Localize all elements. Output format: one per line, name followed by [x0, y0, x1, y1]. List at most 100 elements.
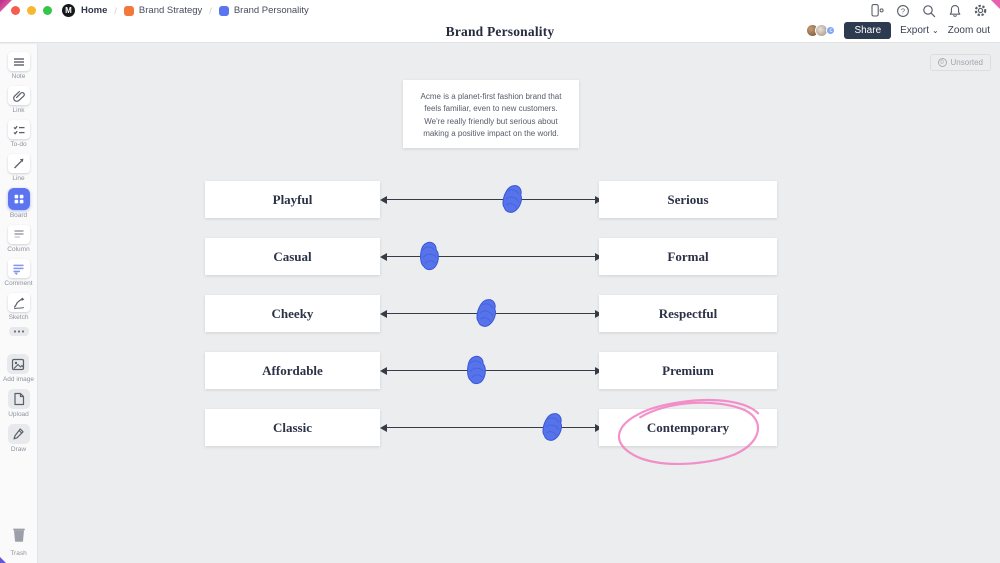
tool-sketch[interactable]: Sketch — [7, 293, 30, 321]
app-header: M Home / Brand Strategy / Brand Personal… — [0, 0, 1000, 43]
tool-more[interactable] — [8, 327, 29, 336]
scale-row-playful-serious: Playful Serious — [39, 181, 799, 218]
upload-icon — [7, 389, 30, 409]
board-icon-orange — [123, 5, 134, 16]
tool-comment[interactable]: Comment — [4, 259, 33, 287]
breadcrumb-separator: / — [114, 5, 117, 16]
tool-todo[interactable]: To-do — [7, 120, 30, 148]
tool-label: Add image — [2, 376, 35, 383]
tool-column[interactable]: Column — [7, 225, 30, 253]
tool-label: Note — [11, 73, 26, 80]
tool-draw[interactable]: Draw — [7, 424, 30, 453]
scale-row-classic-contemporary: Classic Contemporary — [39, 409, 799, 446]
export-button[interactable]: Export ⌄ — [900, 25, 939, 36]
tool-label: Upload — [8, 411, 29, 418]
breadcrumb-separator: / — [209, 5, 212, 16]
word-card-right[interactable]: Premium — [599, 352, 777, 389]
tool-line[interactable]: Line — [7, 154, 30, 182]
svg-text:?: ? — [900, 6, 904, 15]
tool-label: Draw — [10, 446, 27, 453]
marker-blob[interactable] — [540, 411, 565, 445]
word-card-left[interactable]: Playful — [205, 181, 380, 218]
breadcrumb-brand-strategy[interactable]: Brand Strategy — [123, 5, 203, 16]
unsorted-count: 0 — [937, 58, 947, 67]
tool-label: Line — [12, 175, 25, 182]
scale-arrow-line[interactable] — [380, 365, 602, 376]
trash-icon — [10, 526, 28, 548]
titlebar-icons: ? — [869, 3, 988, 18]
draw-icon — [7, 424, 30, 444]
tool-link[interactable]: Link — [7, 86, 30, 114]
chevron-down-icon: ⌄ — [932, 26, 939, 35]
note-icon — [7, 52, 30, 71]
breadcrumb-label: Brand Personality — [233, 5, 309, 16]
sketch-icon — [7, 293, 30, 312]
scale-row-casual-formal: Casual Formal — [39, 238, 799, 275]
more-icon — [8, 327, 29, 336]
collaborator-badge[interactable]: c — [826, 26, 836, 35]
tool-label: Column — [7, 246, 30, 253]
maximize-window-button[interactable] — [43, 6, 52, 15]
unsorted-badge[interactable]: 0 Unsorted — [929, 54, 991, 71]
tool-label: Trash — [10, 550, 27, 557]
scale-arrow-line[interactable] — [380, 422, 602, 433]
tool-label: Board — [9, 212, 28, 219]
word-card-left[interactable]: Classic — [205, 409, 380, 446]
window-controls — [11, 6, 52, 15]
scale-row-cheeky-respectful: Cheeky Respectful — [39, 295, 799, 332]
todo-icon — [7, 120, 30, 139]
minimize-window-button[interactable] — [27, 6, 36, 15]
column-icon — [7, 225, 30, 244]
comment-icon — [7, 259, 30, 278]
word-card-right[interactable]: Serious — [599, 181, 777, 218]
titlebar: M Home / Brand Strategy / Brand Personal… — [0, 0, 1000, 21]
board-canvas[interactable]: 0 Unsorted Acme is a planet-first fashio… — [39, 44, 1000, 563]
add-image-icon — [7, 354, 30, 374]
breadcrumb-home[interactable]: Home — [81, 5, 108, 16]
word-card-right[interactable]: Contemporary — [599, 409, 777, 446]
link-icon — [7, 86, 30, 105]
word-card-left[interactable]: Casual — [205, 238, 380, 275]
export-label: Export — [900, 25, 930, 36]
tool-trash[interactable]: Trash — [10, 526, 28, 557]
tool-note[interactable]: Note — [7, 52, 30, 80]
word-card-right[interactable]: Respectful — [599, 295, 777, 332]
page-title: Brand Personality — [445, 24, 555, 39]
marker-blob[interactable] — [500, 183, 525, 217]
notifications-icon[interactable] — [947, 3, 962, 18]
search-icon[interactable] — [921, 3, 936, 18]
board-icon-blue — [218, 5, 229, 16]
tool-label: To-do — [10, 141, 27, 148]
tool-label: Link — [12, 107, 25, 114]
app-logo[interactable]: M — [62, 4, 75, 17]
scale-arrow-line[interactable] — [380, 194, 602, 205]
tool-upload[interactable]: Upload — [7, 389, 30, 418]
note-card[interactable]: Acme is a planet-first fashion brand tha… — [403, 80, 579, 148]
board-icon — [7, 188, 30, 210]
breadcrumb-label: Brand Strategy — [138, 5, 203, 16]
marker-blob[interactable] — [474, 297, 499, 331]
zoom-out-button[interactable]: Zoom out — [947, 25, 990, 36]
scale-arrow-line[interactable] — [380, 251, 602, 262]
word-card-right[interactable]: Formal — [599, 238, 777, 275]
help-icon[interactable]: ? — [895, 3, 910, 18]
tool-board[interactable]: Board — [7, 188, 30, 219]
word-card-left[interactable]: Cheeky — [205, 295, 380, 332]
line-icon — [7, 154, 30, 173]
collaborator-avatars[interactable]: c — [806, 24, 836, 37]
marker-blob[interactable] — [417, 240, 442, 274]
board-header-row: Brand Personality c Share Export ⌄ Zoom … — [0, 21, 1000, 43]
scale-row-affordable-premium: Affordable Premium — [39, 352, 799, 389]
marker-blob[interactable] — [464, 354, 489, 388]
close-window-button[interactable] — [11, 6, 20, 15]
device-usage-icon[interactable] — [869, 3, 884, 18]
word-card-left[interactable]: Affordable — [205, 352, 380, 389]
breadcrumb-brand-personality[interactable]: Brand Personality — [218, 5, 309, 16]
tool-label: Sketch — [8, 314, 29, 321]
settings-gear-icon[interactable] — [973, 3, 988, 18]
tool-label: Comment — [4, 280, 33, 287]
share-button[interactable]: Share — [844, 22, 892, 39]
tool-add-image[interactable]: Add image — [3, 354, 34, 383]
unsorted-label: Unsorted — [950, 58, 983, 67]
